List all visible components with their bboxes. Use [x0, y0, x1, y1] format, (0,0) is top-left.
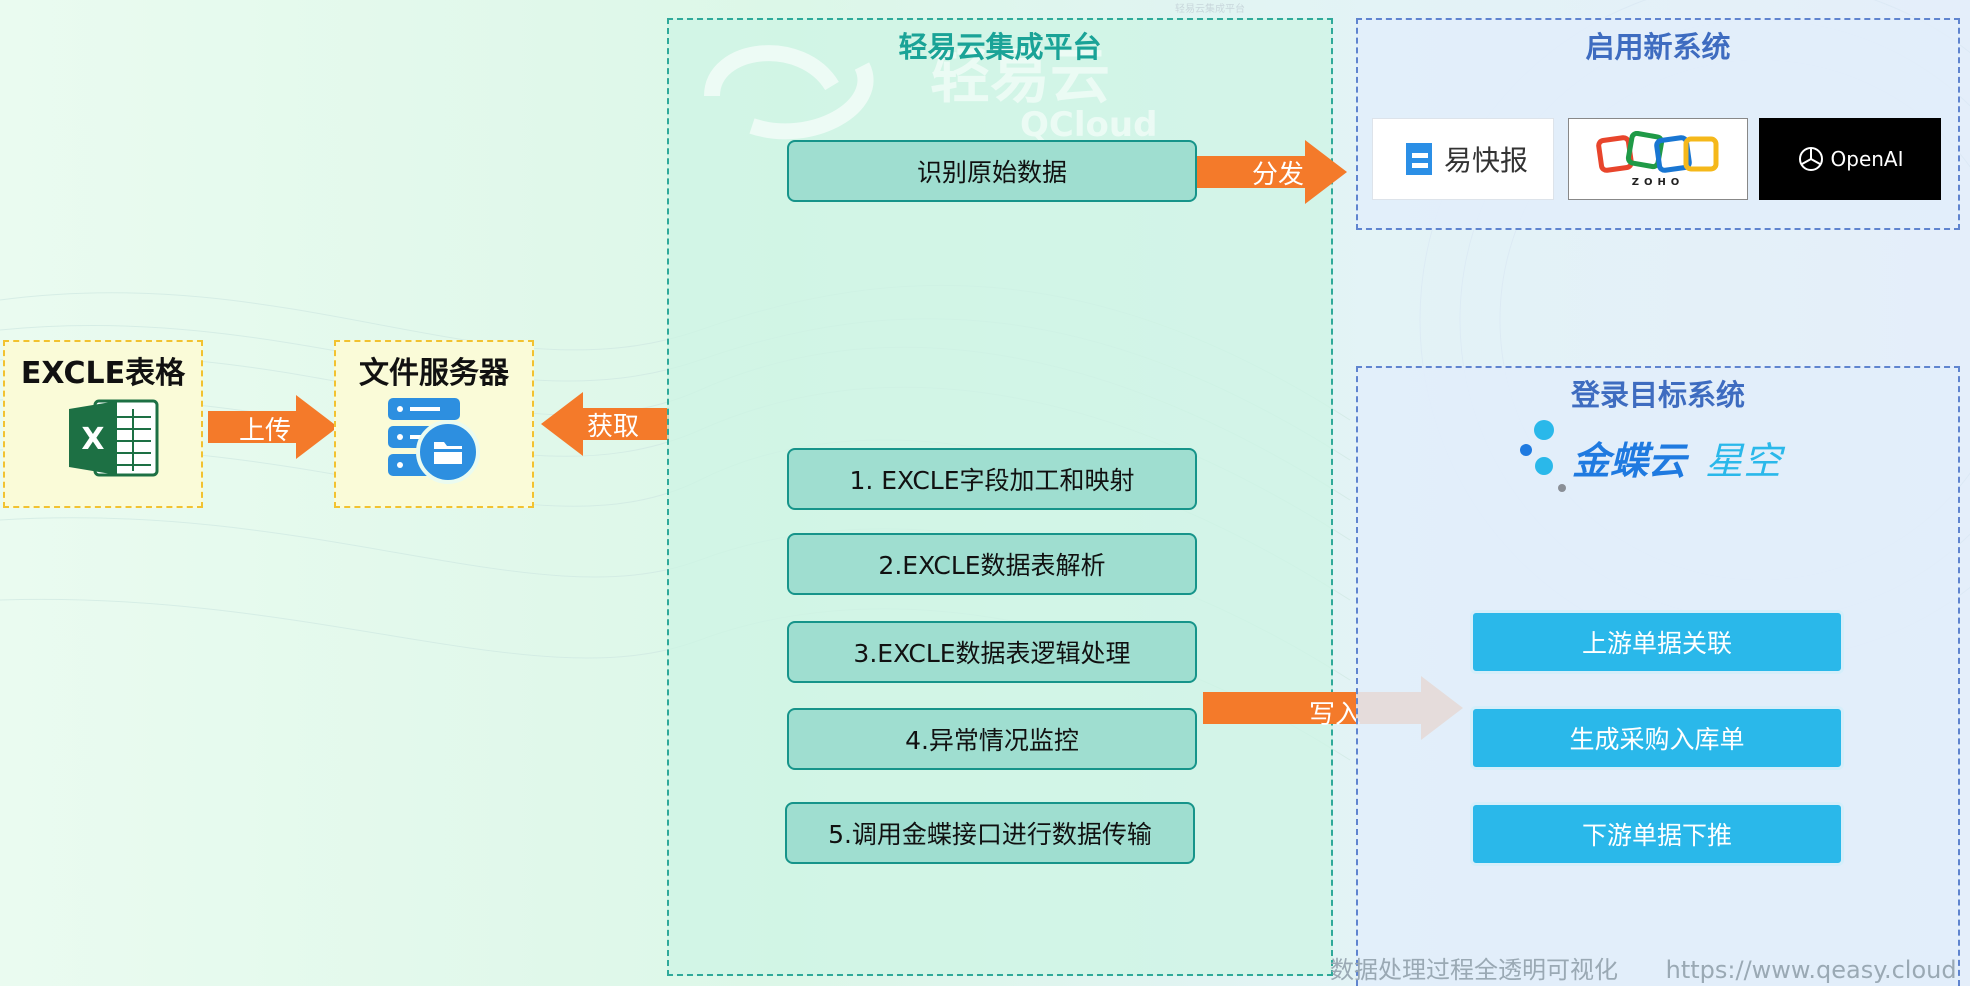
watermark-en: QCloud	[1020, 105, 1158, 145]
platform-title: 轻易云集成平台	[898, 30, 1102, 64]
zoho-name: ZOHO	[1631, 176, 1685, 188]
header-small-title: 轻易云集成平台	[1175, 4, 1245, 15]
fetch-arrow	[541, 392, 669, 456]
kingdee-brand: 金蝶云 星空	[1572, 430, 1852, 485]
target-system-title: 登录目标系统	[1570, 378, 1745, 412]
zoho-logo: ZOHO	[1568, 118, 1748, 200]
downstream-document-push: 下游单据下推	[1470, 802, 1844, 866]
file-server-icon	[388, 398, 480, 484]
write-label: 写入	[1308, 700, 1361, 730]
identify-step-label: 识别原始数据	[916, 158, 1067, 187]
openai-name: OpenAI	[1830, 147, 1904, 171]
excel-title: EXCLE表格	[20, 356, 186, 391]
footer: 数据处理过程全透明可视化 https://www.qeasy.cloud	[1330, 950, 1957, 985]
file-server-title: 文件服务器	[359, 356, 509, 391]
distribute-label: 分发	[1251, 160, 1304, 190]
downstream-document-push-label: 下游单据下推	[1581, 821, 1732, 850]
fetch-label: 获取	[586, 412, 639, 442]
watermark-logo-icon	[704, 45, 874, 140]
step-5-label: 5.调用金蝶接口进行数据传输	[828, 820, 1152, 849]
step-5: 5.调用金蝶接口进行数据传输	[785, 802, 1195, 864]
generate-purchase-receipt: 生成采购入库单	[1470, 706, 1844, 770]
kingdee-brand-suffix: 星空	[1705, 439, 1782, 483]
kingdee-brand-name: 金蝶云	[1572, 439, 1687, 483]
step-2-label: 2.EXCLE数据表解析	[878, 551, 1106, 580]
step-3: 3.EXCLE数据表逻辑处理	[787, 621, 1197, 683]
platform-watermark: 轻易云 QCloud	[700, 28, 1158, 145]
generate-purchase-receipt-label: 生成采购入库单	[1569, 725, 1745, 754]
distribute-arrow	[1197, 140, 1347, 204]
upstream-document-link: 上游单据关联	[1470, 610, 1844, 674]
step-2: 2.EXCLE数据表解析	[787, 533, 1197, 595]
ekuaibao-logo: 易快报	[1372, 118, 1554, 200]
step-4: 4.异常情况监控	[787, 708, 1197, 770]
svg-text:X: X	[81, 422, 104, 457]
upstream-document-link-label: 上游单据关联	[1581, 629, 1732, 658]
file-server-box: 文件服务器	[334, 340, 534, 508]
openai-logo: OpenAI	[1759, 118, 1941, 200]
excel-box: EXCLE表格 X	[3, 340, 203, 508]
kingdee-logo-icon	[1520, 420, 1566, 492]
step-4-label: 4.异常情况监控	[905, 726, 1079, 755]
excel-icon: X	[69, 399, 159, 477]
watermark-cn: 轻易云	[930, 42, 1110, 112]
ekuaibao-icon	[1405, 143, 1432, 175]
identify-step: 识别原始数据	[787, 140, 1197, 202]
upload-arrow	[208, 395, 338, 459]
footer-url: https://www.qeasy.cloud	[1665, 956, 1957, 984]
ekuaibao-name: 易快报	[1443, 144, 1528, 177]
openai-icon	[1798, 147, 1823, 171]
step-3-label: 3.EXCLE数据表逻辑处理	[853, 639, 1131, 668]
zoho-icon	[1596, 130, 1719, 173]
step-1-label: 1. EXCLE字段加工和映射	[849, 466, 1135, 495]
footer-caption: 数据处理过程全透明可视化	[1330, 956, 1618, 984]
upload-label: 上传	[238, 416, 291, 446]
new-system-title: 启用新系统	[1585, 30, 1731, 64]
target-system-container	[1356, 366, 1960, 986]
step-1: 1. EXCLE字段加工和映射	[787, 448, 1197, 510]
